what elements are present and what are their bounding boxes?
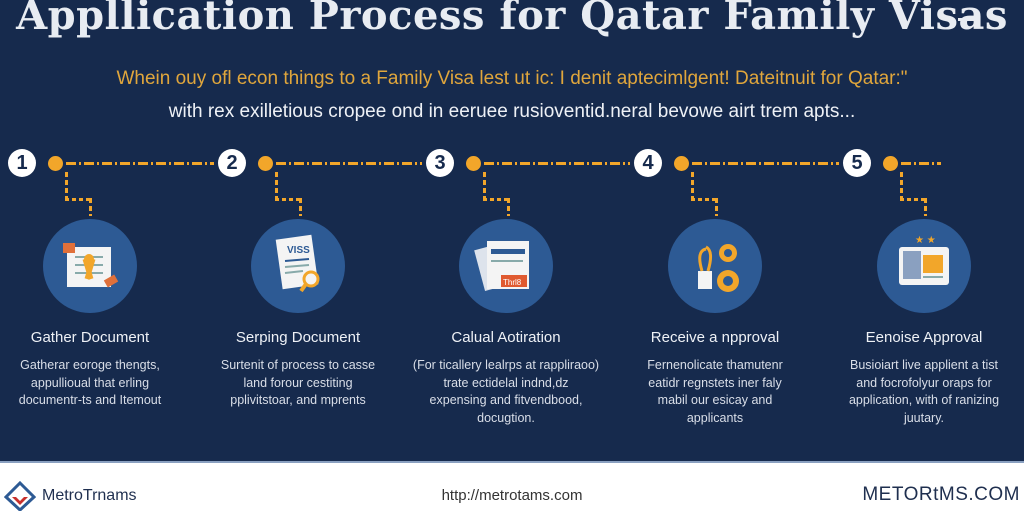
dotted-leader bbox=[715, 198, 718, 216]
step-description: Fernenolicate thamutenr eatidr regnstets … bbox=[615, 357, 815, 427]
dotted-leader bbox=[924, 198, 927, 216]
document-checklist-icon bbox=[43, 219, 137, 313]
description-line: Surtenit of process to casse bbox=[220, 358, 376, 372]
step-number-5: 5 bbox=[843, 149, 871, 177]
description-line: and focrofolyur oraps for bbox=[856, 375, 992, 390]
step-number-3: 3 bbox=[426, 149, 454, 177]
dotted-leader bbox=[275, 172, 278, 200]
description-line: (For ticallery lealrps at rappliraoo) bbox=[412, 358, 600, 372]
timeline-connector bbox=[66, 162, 214, 165]
step-title: Receive a npproval bbox=[650, 329, 780, 346]
description-line: application, with of ranizing bbox=[848, 393, 1000, 407]
infographic-panel: Appllication Process for Qatar Family Vi… bbox=[0, 0, 1024, 463]
timeline-connector bbox=[692, 162, 839, 165]
description-line: Fernenolicate thamutenr bbox=[647, 358, 783, 372]
svg-text:★ ★: ★ ★ bbox=[915, 235, 936, 246]
footer-url-link[interactable]: http://metrotams.com bbox=[441, 487, 583, 504]
step-title: Serping Document bbox=[235, 329, 361, 346]
step-description: (For ticallery lealrps at rappliraoo) tra… bbox=[406, 357, 606, 427]
dotted-leader bbox=[65, 172, 68, 200]
timeline-connector bbox=[484, 162, 630, 165]
svg-text:Thrl8: Thrl8 bbox=[503, 278, 522, 287]
forms-stack-icon: Thrl8 bbox=[459, 219, 553, 313]
step-title: Calual Aotiration bbox=[451, 329, 561, 346]
title-dash bbox=[958, 18, 978, 21]
dotted-leader bbox=[507, 198, 510, 216]
timeline-dot bbox=[674, 156, 689, 171]
gears-tools-icon bbox=[668, 219, 762, 313]
step-title: Eenoise Approval bbox=[865, 329, 983, 346]
dotted-leader bbox=[275, 198, 301, 201]
step-number-2: 2 bbox=[218, 149, 246, 177]
description-line: juutary. bbox=[903, 410, 945, 425]
description-line: trate ectidelal indnd,dz bbox=[443, 375, 569, 390]
footer-right-brand: METORtMS.COM bbox=[862, 484, 1020, 505]
footer-logo[interactable]: MetroTrnams bbox=[4, 481, 137, 511]
timeline-dot bbox=[258, 156, 273, 171]
description-line: eatidr regnstets iner faly bbox=[648, 375, 782, 390]
description-line: documentr-ts and Itemout bbox=[18, 393, 162, 407]
subtitle-line-2: with rex exilletious cropee ond in eerue… bbox=[168, 101, 856, 122]
timeline-dot bbox=[883, 156, 898, 171]
description-line: pplivitstoar, and mprents bbox=[230, 393, 366, 407]
description-line: mabil our esicay and bbox=[657, 393, 773, 407]
timeline-connector bbox=[276, 162, 422, 165]
footer-brand: MetroTrnams bbox=[42, 487, 137, 504]
step-number-1: 1 bbox=[8, 149, 36, 177]
subtitle-line-1: Whein ouy ofl econ things to a Family Vi… bbox=[116, 68, 908, 89]
dotted-leader bbox=[89, 198, 92, 216]
description-line: Gatherar eoroge thengts, bbox=[20, 358, 160, 372]
timeline-dot bbox=[466, 156, 481, 171]
step-description: Gatherar eoroge thengts, appullioual that… bbox=[0, 357, 190, 410]
dotted-leader bbox=[691, 198, 717, 201]
step-description: Surtenit of process to casse land forour … bbox=[198, 357, 398, 410]
dotted-leader bbox=[900, 198, 926, 201]
description-line: appullioual that erling bbox=[30, 375, 150, 390]
dotted-leader bbox=[483, 198, 509, 201]
diamond-logo-icon bbox=[4, 481, 36, 511]
timeline-dot bbox=[48, 156, 63, 171]
dotted-leader bbox=[900, 172, 903, 200]
dotted-leader bbox=[65, 198, 91, 201]
description-line: land forour cestiting bbox=[243, 375, 353, 390]
step-description: Busioiart live applient a tist and focrof… bbox=[824, 357, 1024, 427]
description-line: Busioiart live applient a tist bbox=[850, 358, 998, 372]
description-line: applicants bbox=[686, 410, 744, 425]
page-title: Appllication Process for Qatar Family Vi… bbox=[16, 0, 1008, 39]
timeline-connector bbox=[901, 162, 941, 165]
dotted-leader bbox=[483, 172, 486, 200]
dotted-leader bbox=[691, 172, 694, 200]
step-number-4: 4 bbox=[634, 149, 662, 177]
approval-screen-icon: ★ ★ bbox=[877, 219, 971, 313]
dotted-leader bbox=[299, 198, 302, 216]
svg-text:VISS: VISS bbox=[287, 245, 310, 256]
visa-document-search-icon: VISS bbox=[251, 219, 345, 313]
step-title: Gather Document bbox=[30, 329, 150, 346]
description-line: expensing and fitvendbood, bbox=[429, 393, 583, 407]
description-line: docugtion. bbox=[477, 410, 535, 425]
